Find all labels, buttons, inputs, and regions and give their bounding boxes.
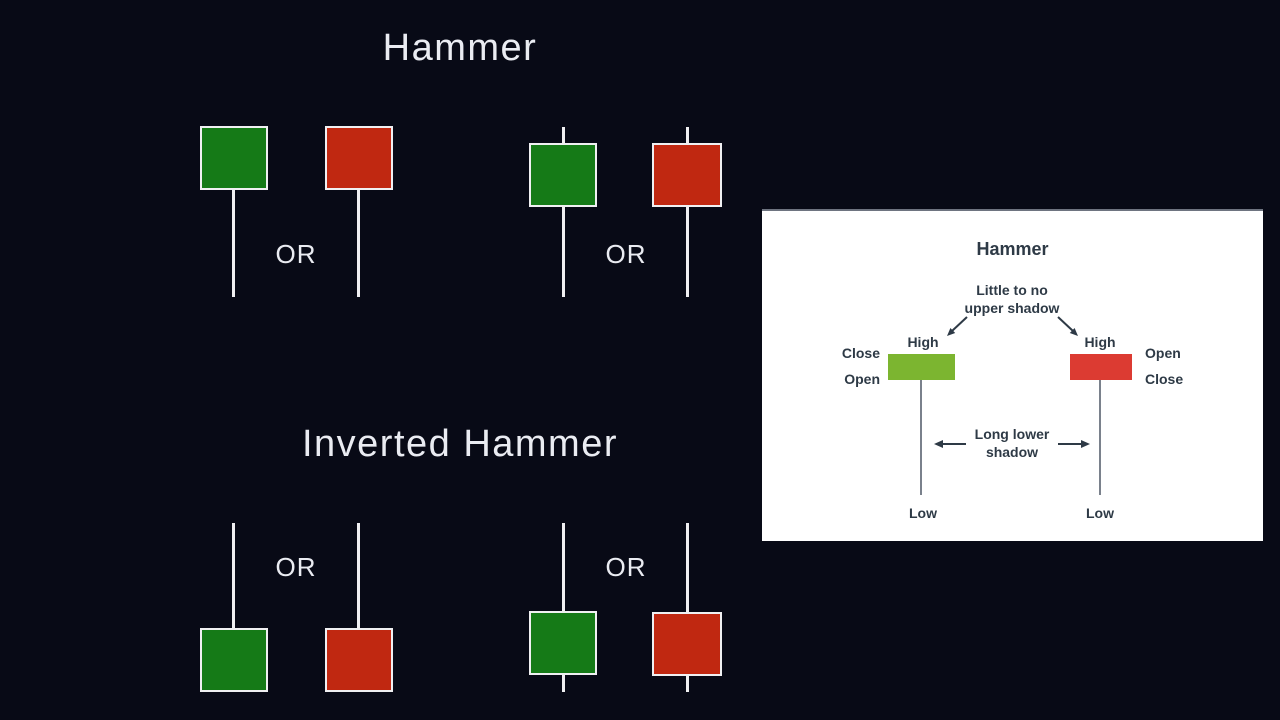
upper-wick [562,127,565,143]
lower-wick [357,190,360,297]
bearish-close-label: Close [1145,371,1184,387]
bullish-low-label: Low [909,505,937,521]
or-label-inverted-pair2: OR [605,552,647,582]
bullish-body [200,126,268,190]
arrow-down-left-icon [947,316,968,336]
lower-shadow-annotation-line2: shadow [985,444,1039,460]
arrow-down-right-icon [1057,316,1078,336]
upper-wick [232,523,235,628]
bullish-close-label: Close [841,345,880,361]
lower-wick [686,207,689,297]
lower-wick [562,675,565,692]
bearish-body [325,628,393,692]
bullish-lower-wick [920,380,922,495]
bearish-body [325,126,393,190]
bearish-body [652,143,722,207]
upper-shadow-annotation-line2: upper shadow [964,300,1060,316]
upper-shadow-annotation-line1: Little to no [976,282,1048,298]
lower-wick [562,207,565,297]
bearish-low-label: Low [1086,505,1114,521]
bullish-high-label: High [907,334,939,350]
bearish-body [1070,354,1132,380]
lower-wick [232,190,235,297]
bullish-body [200,628,268,692]
arrow-right-icon [1058,440,1090,448]
lower-shadow-annotation: Long lower shadow [862,425,1162,461]
hammer-section-title: Hammer [382,27,538,69]
or-label-hammer-pair2: OR [605,239,647,269]
bearish-lower-wick [1099,380,1101,495]
upper-wick [357,523,360,628]
lower-wick [686,676,689,692]
upper-wick [686,127,689,143]
bullish-body [888,354,955,380]
or-label-inverted-pair1: OR [275,552,317,582]
hammer-explainer-panel: Hammer Little to no upper shadow High Cl… [762,209,1263,541]
upper-shadow-annotation: Little to no upper shadow [862,281,1162,317]
bearish-high-label: High [1084,334,1116,350]
lower-shadow-annotation-line1: Long lower [974,426,1050,442]
bearish-body [652,612,722,676]
bullish-open-label: Open [844,371,880,387]
upper-wick [562,523,565,611]
bullish-body [529,143,597,207]
bullish-body [529,611,597,675]
panel-title: Hammer [976,239,1049,259]
arrow-left-icon [934,440,966,448]
or-label-hammer-pair1: OR [275,239,317,269]
bearish-open-label: Open [1145,345,1181,361]
inverted-hammer-section-title: Inverted Hammer [301,423,619,465]
upper-wick [686,523,689,612]
